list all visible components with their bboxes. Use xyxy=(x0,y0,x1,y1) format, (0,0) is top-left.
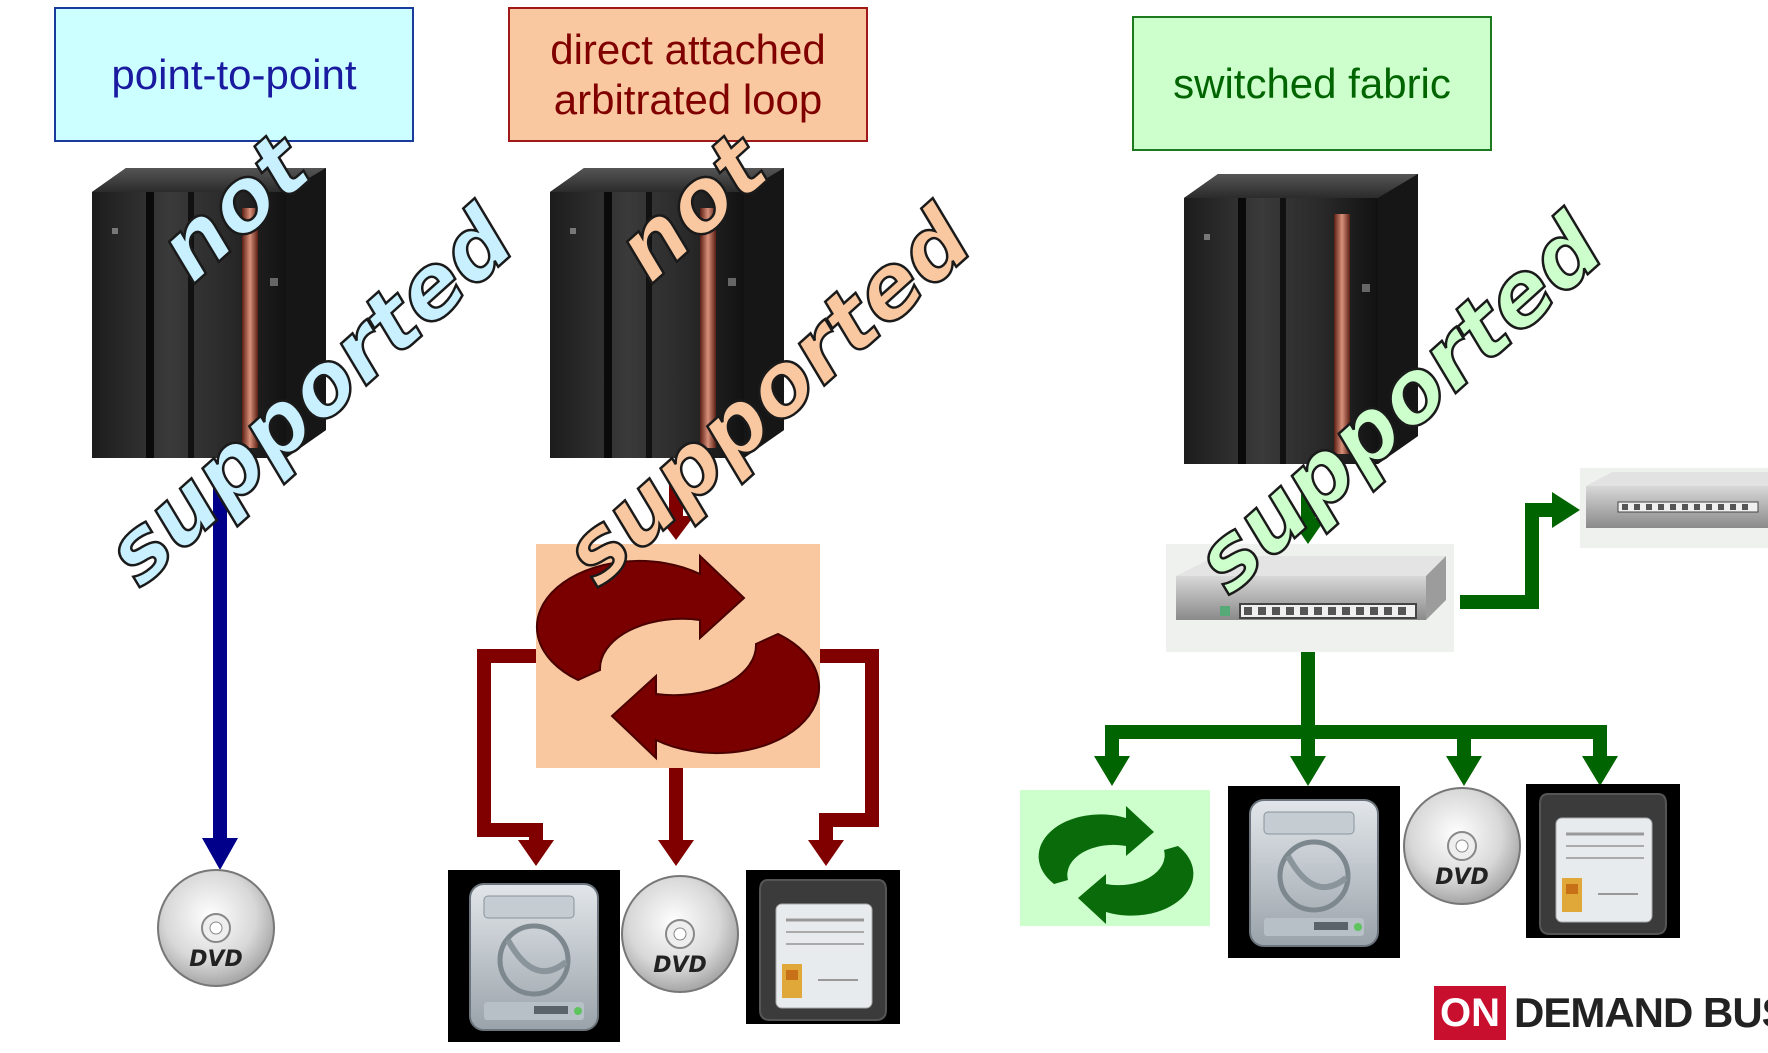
fabric-branch-heads xyxy=(1094,756,1618,786)
loop-branch-heads xyxy=(518,840,844,866)
switch-icon-secondary xyxy=(1580,468,1768,548)
switched-fabric-label: switched fabric xyxy=(1132,16,1492,151)
brand-text: DEMAND BUSINESS xyxy=(1514,989,1768,1036)
dvd-text: DVD xyxy=(1435,865,1489,890)
loop-branch-arrows xyxy=(477,649,879,840)
loop-arrows-icon-fabric xyxy=(1020,790,1210,926)
loop-feed-arrow xyxy=(658,484,694,540)
dvd-text: DVD xyxy=(189,947,243,972)
tape-cartridge-icon-fabric xyxy=(1524,782,1682,940)
fabric-branch-arrows xyxy=(1105,652,1607,756)
dvd-disc-icon-loop: DVD xyxy=(621,875,739,993)
tape-cartridge-icon-loop xyxy=(744,868,902,1026)
loop-label-line1: direct attached xyxy=(550,25,826,73)
switch-cascade-arrow xyxy=(1460,492,1580,609)
switch-icon-main xyxy=(1166,544,1454,652)
point-to-point-label: point-to-point xyxy=(54,7,414,142)
loop-arrows-icon xyxy=(535,553,821,761)
dvd-disc-icon-p2p: DVD xyxy=(157,869,275,987)
brand-on: ON xyxy=(1434,986,1506,1040)
dvd-disc-icon-fabric: DVD xyxy=(1403,787,1521,905)
fabric-feed-arrow xyxy=(1290,484,1326,544)
dvd-text: DVD xyxy=(653,953,707,978)
point-to-point-text: point-to-point xyxy=(111,50,357,98)
hard-disk-icon-loop xyxy=(448,870,620,1042)
loop-label-line2: arbitrated loop xyxy=(553,75,823,123)
hard-disk-icon-fabric xyxy=(1228,786,1400,958)
p2p-link-arrow xyxy=(202,481,238,870)
switched-fabric-text: switched fabric xyxy=(1173,59,1451,107)
